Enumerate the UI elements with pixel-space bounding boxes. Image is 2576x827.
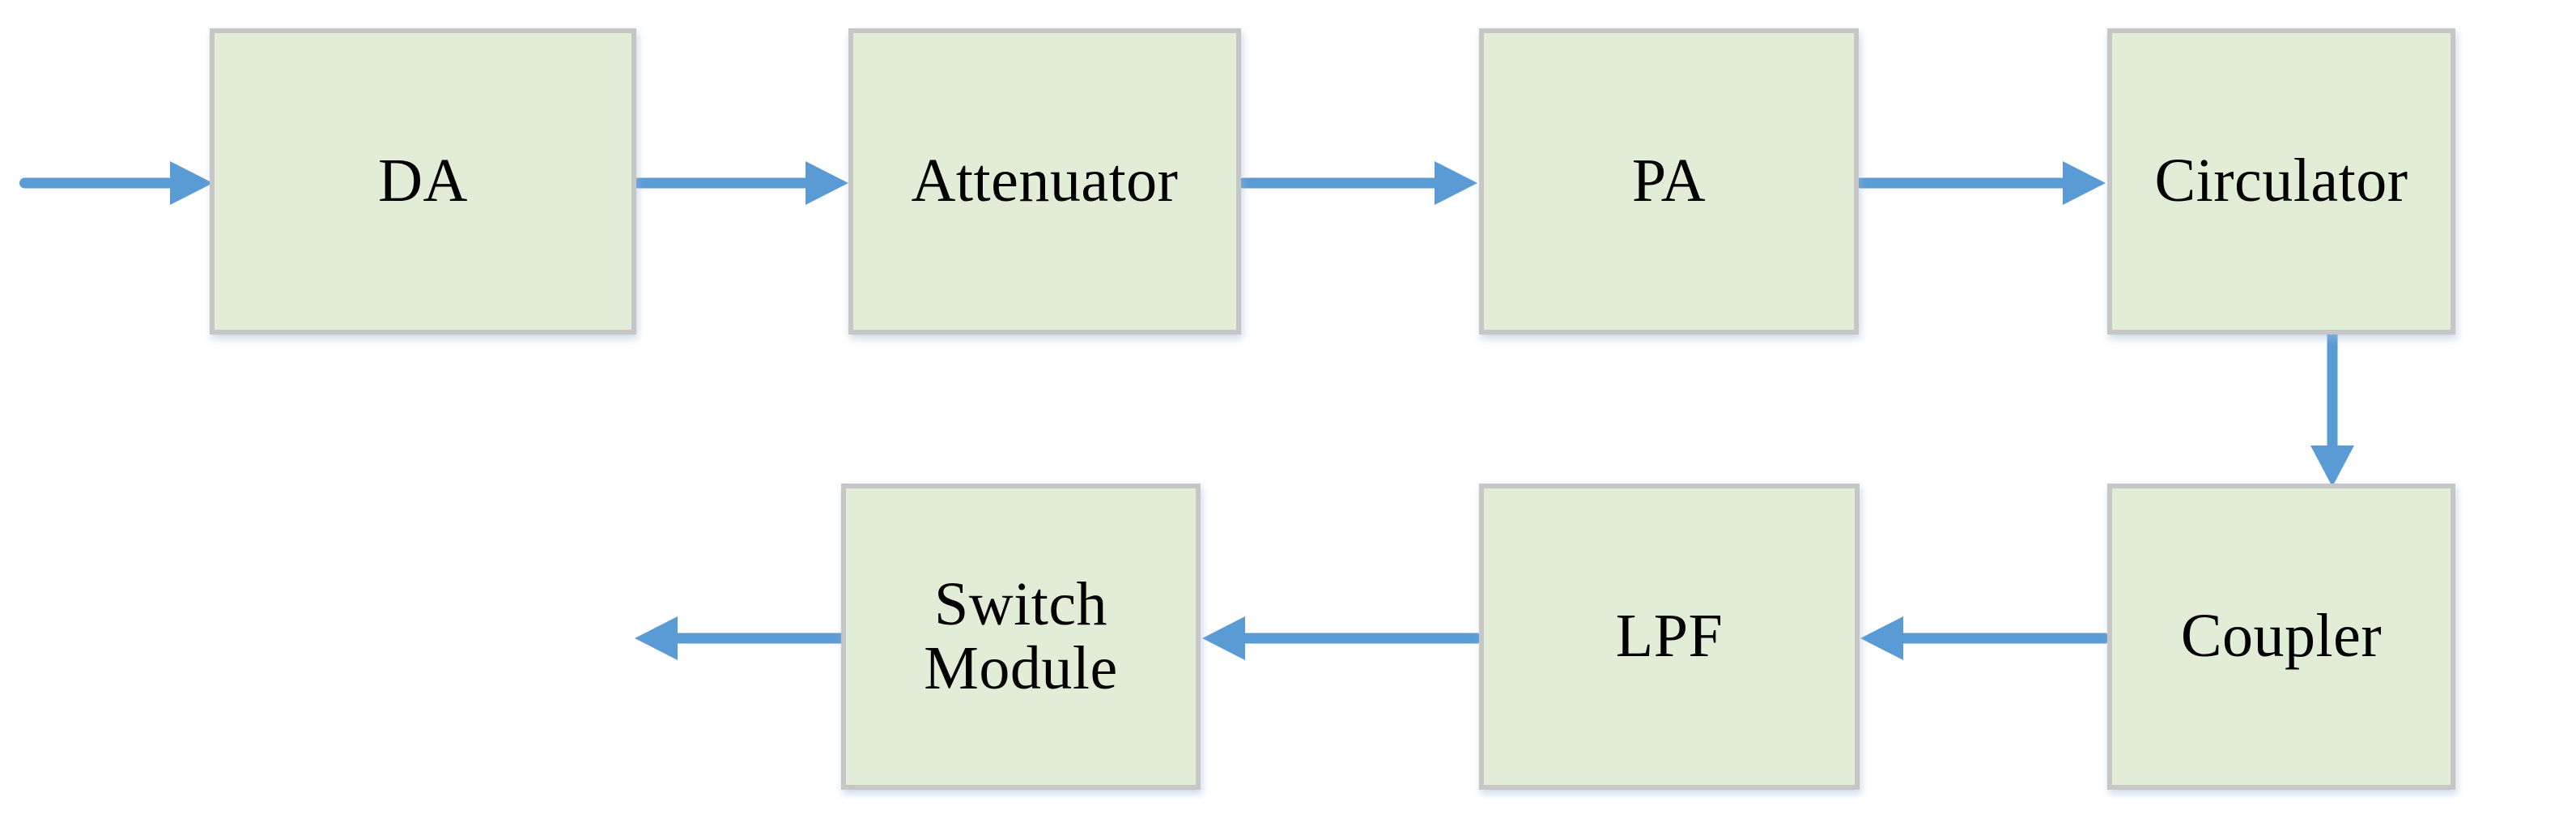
node-switch-module-label: Switch Module: [924, 569, 1118, 702]
coupler-to-lpf-arrow: [1855, 613, 2111, 663]
da-to-attenuator-arrow: [633, 158, 853, 208]
node-da-label: DA: [378, 147, 468, 215]
output-arrow: [630, 613, 850, 663]
input-arrow: [19, 158, 218, 208]
node-coupler[interactable]: Coupler: [2107, 484, 2455, 790]
node-da[interactable]: DA: [210, 28, 636, 335]
node-pa[interactable]: PA: [1479, 28, 1859, 335]
node-lpf[interactable]: LPF: [1479, 484, 1860, 790]
attenuator-to-pa-arrow: [1238, 158, 1482, 208]
node-coupler-label: Coupler: [2180, 602, 2383, 671]
circulator-to-coupler-arrow: [2307, 327, 2357, 489]
node-circulator[interactable]: Circulator: [2107, 28, 2455, 335]
lpf-to-switch-module-arrow: [1197, 613, 1482, 663]
node-pa-label: PA: [1631, 147, 1707, 215]
node-lpf-label: LPF: [1615, 602, 1724, 671]
node-attenuator[interactable]: Attenuator: [848, 28, 1241, 335]
node-circulator-label: Circulator: [2154, 147, 2408, 215]
pa-to-circulator-arrow: [1855, 158, 2111, 208]
node-switch-module[interactable]: Switch Module: [841, 484, 1201, 790]
node-attenuator-label: Attenuator: [911, 147, 1179, 215]
